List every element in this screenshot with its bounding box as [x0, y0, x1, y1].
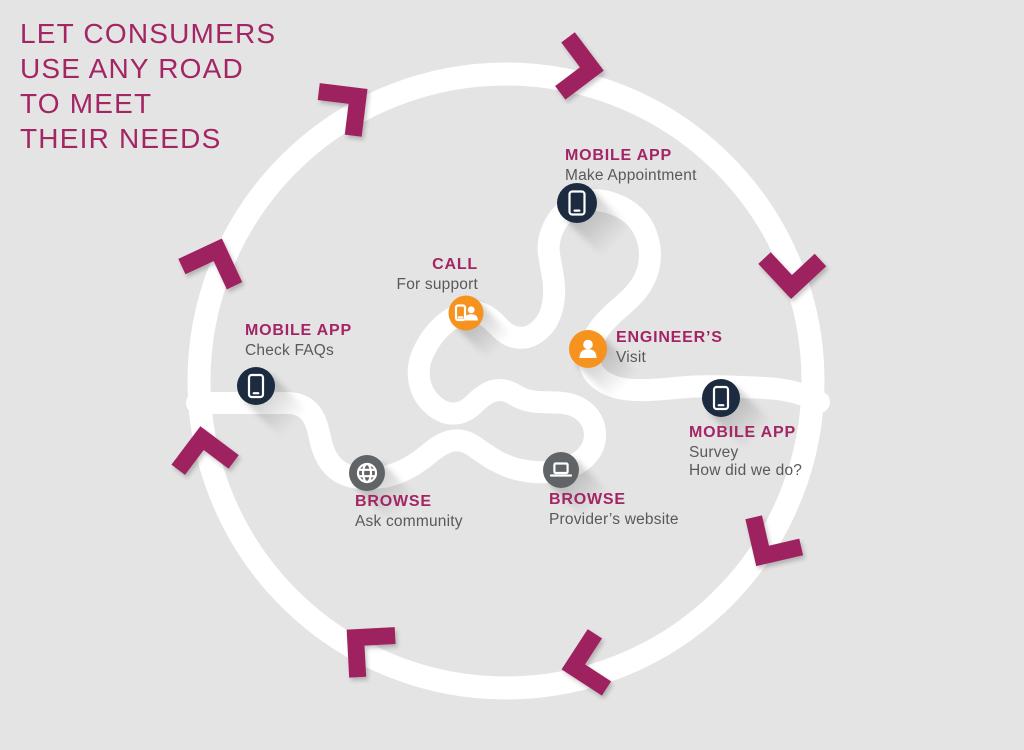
label-browse-community: BROWSE Ask community: [355, 493, 463, 531]
smartphone-icon: [702, 379, 740, 417]
chevron-arrow-left-upper: [178, 238, 243, 290]
label-call-support: CALL For support: [328, 256, 478, 294]
laptop-icon: [543, 452, 579, 488]
chevron-arrow-bottom: [561, 629, 612, 696]
label-heading: MOBILE APP: [245, 322, 352, 339]
label-mobile-survey: MOBILE APP Survey How did we do?: [689, 424, 802, 479]
call-contact-icon: [448, 295, 484, 331]
label-heading: CALL: [432, 256, 478, 273]
chevron-arrow-top-left: [317, 83, 368, 137]
label-line: Visit: [616, 349, 647, 366]
label-heading: BROWSE: [549, 491, 626, 508]
globe-icon: [349, 455, 385, 491]
chevron-arrow-bottom-left: [346, 627, 396, 678]
page-title: LET CONSUMERS USE ANY ROAD TO MEET THEIR…: [20, 16, 276, 156]
outer-ring-road: [187, 62, 825, 700]
label-line: Check FAQs: [245, 342, 334, 359]
label-line: Survey: [689, 444, 739, 461]
label-heading: ENGINEER’S: [616, 329, 723, 346]
direction-arrows: [171, 32, 827, 696]
title-line: USE ANY ROAD: [20, 53, 244, 84]
label-make-appointment: MOBILE APP Make Appointment: [565, 147, 697, 185]
label-line: Provider’s website: [549, 511, 679, 528]
chevron-arrow-right-lower: [745, 515, 804, 567]
chevron-arrow-right-upper: [758, 252, 827, 300]
label-line: Ask community: [355, 513, 463, 530]
label-check-faqs: MOBILE APP Check FAQs: [245, 322, 352, 360]
title-line: TO MEET: [20, 88, 153, 119]
label-engineers-visit: ENGINEER’S Visit: [616, 329, 723, 367]
label-line: Make Appointment: [565, 167, 697, 184]
title-line: THEIR NEEDS: [20, 123, 222, 154]
label-heading: MOBILE APP: [689, 424, 796, 441]
label-heading: MOBILE APP: [565, 147, 672, 164]
label-line: For support: [396, 276, 478, 293]
smartphone-icon: [237, 367, 275, 405]
title-line: LET CONSUMERS: [20, 18, 277, 49]
label-browse-provider: BROWSE Provider’s website: [549, 491, 679, 529]
chevron-arrow-top: [555, 32, 604, 100]
smartphone-icon: [557, 183, 597, 223]
chevron-arrow-left-lower: [171, 426, 239, 475]
person-icon: [569, 330, 607, 368]
label-heading: BROWSE: [355, 493, 432, 510]
label-line: How did we do?: [689, 461, 803, 479]
